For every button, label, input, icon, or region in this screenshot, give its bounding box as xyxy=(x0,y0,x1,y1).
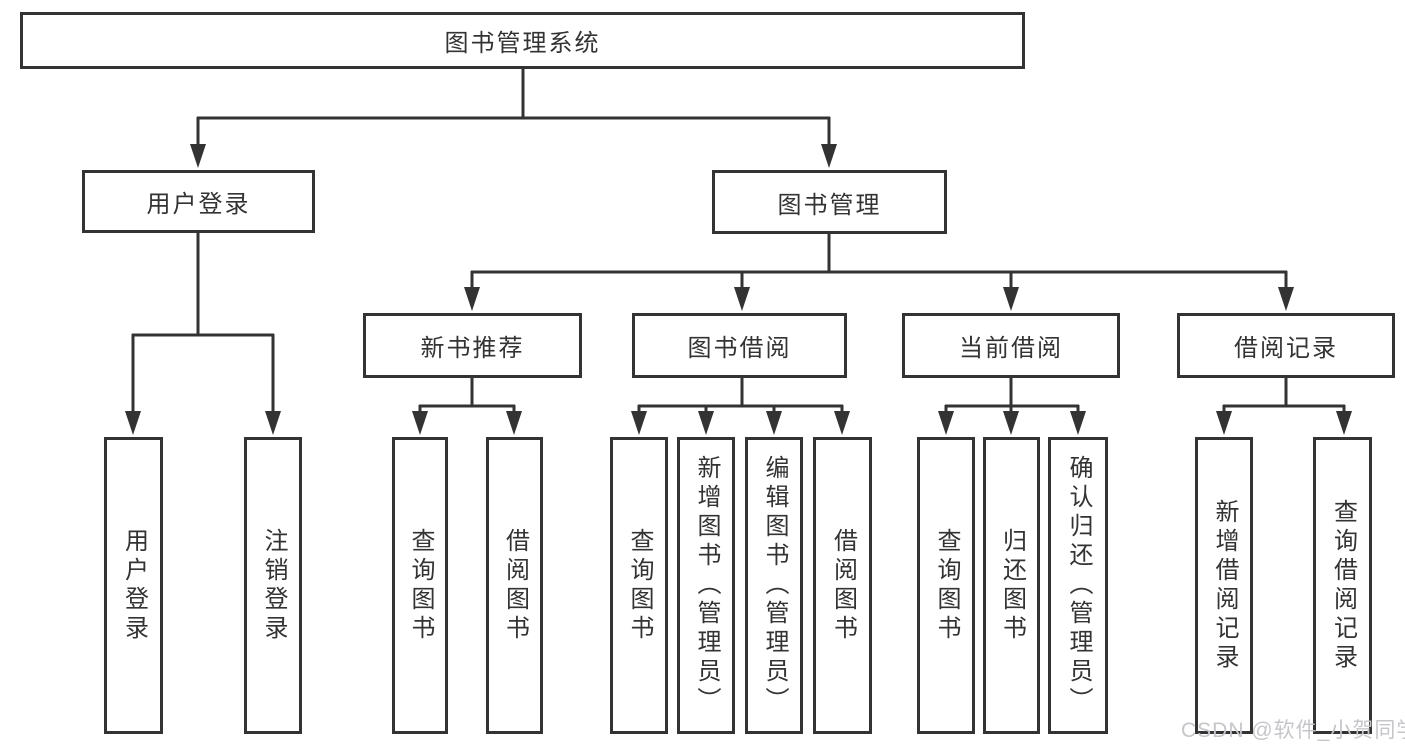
arrow-down-icon xyxy=(1003,287,1019,311)
arrow-down-icon xyxy=(834,411,850,435)
node-label: 查询图书 xyxy=(933,527,960,644)
leaf-edit-book-admin: 编辑图书（管理员） xyxy=(745,437,803,734)
node-label: 查询借阅记录 xyxy=(1329,498,1357,673)
leaf-user-login: 用户登录 xyxy=(104,437,163,734)
leaf-borrow-books: 借阅图书 xyxy=(486,437,543,734)
arrow-down-icon xyxy=(190,144,206,168)
leaf-query-books: 查询图书 xyxy=(917,437,975,734)
node-label: 归还图书 xyxy=(998,527,1026,644)
connector-new-book-recommend-branch xyxy=(412,377,522,435)
node-new-book-recommend: 新书推荐 xyxy=(363,313,582,378)
node-label: 新增借阅记录 xyxy=(1211,498,1238,673)
leaf-query-books: 查询图书 xyxy=(610,437,668,734)
node-borrow-records: 借阅记录 xyxy=(1177,313,1395,378)
node-label: 确认归还（管理员） xyxy=(1065,455,1092,716)
connector-book-borrowing-branch xyxy=(631,377,850,435)
node-label: 图书管理系统 xyxy=(444,30,601,57)
node-label: 新增图书（管理员） xyxy=(693,455,720,716)
arrow-down-icon xyxy=(125,411,141,435)
node-label: 新书推荐 xyxy=(420,335,525,362)
arrow-down-icon xyxy=(698,411,714,435)
leaf-logout: 注销登录 xyxy=(244,437,302,734)
node-label: 当前借阅 xyxy=(959,335,1063,362)
node-label: 图书借阅 xyxy=(687,335,792,362)
node-user-login: 用户登录 xyxy=(82,170,315,233)
node-label: 借阅记录 xyxy=(1234,335,1338,362)
node-label: 用户登录 xyxy=(120,527,148,644)
arrow-down-icon xyxy=(1003,411,1019,435)
connector-root-to-level2 xyxy=(190,68,837,168)
arrow-down-icon xyxy=(506,411,522,435)
leaf-query-borrow-record: 查询借阅记录 xyxy=(1313,437,1372,734)
arrow-down-icon xyxy=(734,287,750,311)
node-label: 用户登录 xyxy=(146,191,251,218)
leaf-confirm-return-admin: 确认归还（管理员） xyxy=(1048,437,1108,734)
arrow-down-icon xyxy=(265,411,281,435)
node-library-system: 图书管理系统 xyxy=(20,12,1025,69)
arrow-down-icon xyxy=(1216,411,1232,435)
node-book-management: 图书管理 xyxy=(712,170,947,234)
node-label: 查询图书 xyxy=(407,527,434,644)
arrow-down-icon xyxy=(1070,411,1086,435)
connector-current-borrowing-branch xyxy=(938,377,1086,435)
leaf-query-books: 查询图书 xyxy=(392,437,448,734)
node-book-borrowing: 图书借阅 xyxy=(632,313,847,378)
connector-user-login-branch xyxy=(125,232,281,435)
arrow-down-icon xyxy=(821,144,837,168)
node-label: 借阅图书 xyxy=(501,527,529,644)
node-current-borrowing: 当前借阅 xyxy=(902,313,1120,378)
node-label: 注销登录 xyxy=(260,527,287,644)
connector-borrow-records-branch xyxy=(1216,377,1352,435)
node-label: 图书管理 xyxy=(777,191,882,219)
node-label: 借阅图书 xyxy=(829,527,857,644)
arrow-down-icon xyxy=(1336,411,1352,435)
arrow-down-icon xyxy=(1278,287,1294,311)
csdn-watermark: CSDN @软件_小贺同学 xyxy=(1181,719,1405,742)
leaf-return-books: 归还图书 xyxy=(983,437,1040,734)
arrow-down-icon xyxy=(412,411,428,435)
leaf-add-borrow-record: 新增借阅记录 xyxy=(1195,437,1253,734)
node-label: 查询图书 xyxy=(626,527,653,644)
arrow-down-icon xyxy=(766,411,782,435)
arrow-down-icon xyxy=(938,411,954,435)
arrow-down-icon xyxy=(631,411,647,435)
node-label: 编辑图书（管理员） xyxy=(761,455,788,716)
arrow-down-icon xyxy=(464,287,480,311)
connector-book-management-branch xyxy=(464,233,1294,311)
leaf-add-book-admin: 新增图书（管理员） xyxy=(677,437,735,734)
leaf-borrow-books: 借阅图书 xyxy=(813,437,872,734)
